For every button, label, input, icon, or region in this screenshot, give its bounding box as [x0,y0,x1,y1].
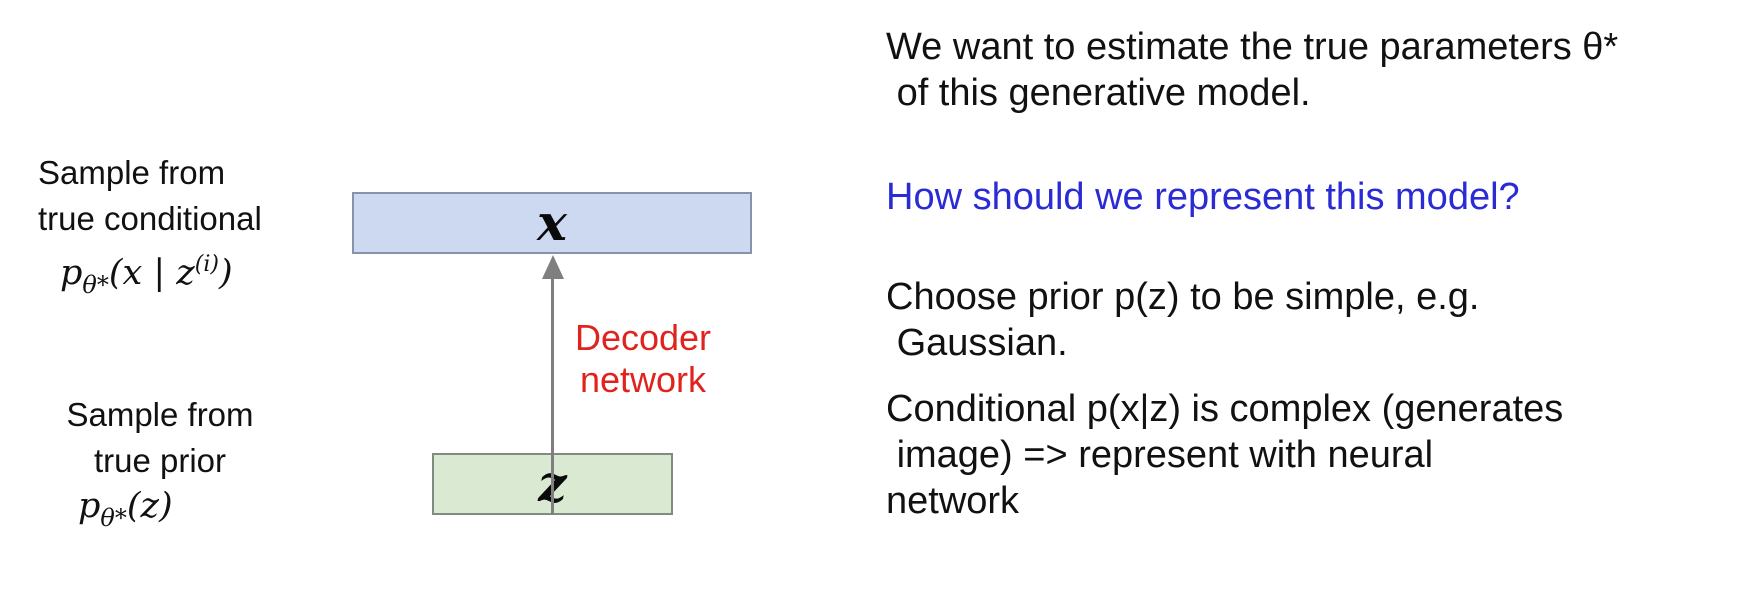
formula-base: p [60,253,83,293]
formula-subscript: θ* [100,504,127,532]
formula-close: ) [218,253,233,293]
paragraph-estimate-parameters: We want to estimate the true parameters … [886,26,1619,114]
paragraph-conditional-complex: Conditional p(x|z) is complex (generates… [886,388,1564,522]
formula-mid: (x | z [108,253,195,293]
formula-arg: (z) [126,486,173,526]
formula-base: p [78,486,101,526]
paragraph-choose-prior: Choose prior p(z) to be simple, e.g. Gau… [886,276,1480,364]
x-node-label: x [537,193,567,252]
formula-true-conditional: pθ*(x | z(i)) [60,252,233,299]
paragraph-question-blue: How should we represent this model? [886,176,1520,218]
formula-superscript: (i) [194,252,219,277]
arrow-z-to-x-line [551,277,554,515]
formula-subscript: θ* [82,271,109,299]
label-sample-true-conditional: Sample from true conditional [38,154,262,237]
arrow-z-to-x-head-icon [542,255,564,279]
decoder-network-label: Decoder network [574,317,712,400]
label-sample-true-prior: Sample from true prior [66,396,254,479]
x-node-box: x [352,192,752,254]
formula-true-prior: pθ*(z) [78,486,173,532]
